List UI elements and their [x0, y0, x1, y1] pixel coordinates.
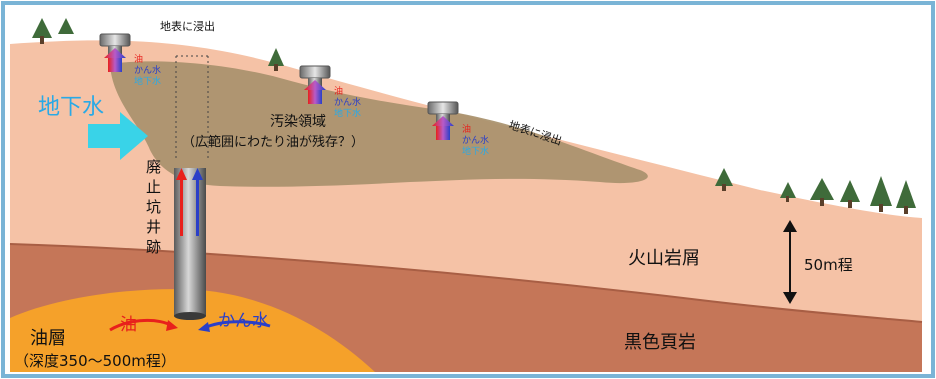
depth-marker-arrow — [783, 220, 797, 304]
depth-marker-label: 50m程 — [804, 256, 853, 274]
well3-brine-label: かん水 — [462, 134, 489, 146]
well2-brine-label: かん水 — [334, 96, 361, 108]
well-flow-arrows — [176, 168, 203, 236]
abandoned-well-char: 止 — [146, 178, 161, 196]
oil-layer-depth: （深度350～500m程） — [14, 352, 176, 370]
surface-well-1 — [99, 33, 131, 72]
well1-groundwater-label: 地下水 — [134, 75, 161, 87]
black-shale-label: 黒色頁岩 — [624, 332, 696, 353]
abandoned-well-char: 坑 — [146, 198, 161, 216]
well3-oil-label: 油 — [462, 123, 471, 135]
abandoned-well-label: 廃 止 坑 井 跡 — [146, 158, 161, 256]
contaminated-area-title: 汚染領域 — [270, 113, 326, 130]
oil-layer-region — [10, 289, 375, 372]
brine-flow-label: かん水 — [218, 311, 269, 331]
contaminated-area-note: （広範囲にわたり油が残存？） — [182, 135, 364, 150]
tree-icon — [32, 18, 916, 214]
well2-groundwater-label: 地下水 — [334, 107, 361, 119]
well1-oil-label: 油 — [134, 53, 143, 65]
layer-boundary — [9, 243, 923, 323]
volcanic-layer-label: 火山岩屑 — [628, 248, 700, 269]
contaminated-area — [110, 61, 648, 187]
seep-guide-lines — [175, 55, 209, 160]
surface-well-2 — [299, 65, 331, 104]
abandoned-well-char: 井 — [146, 218, 161, 236]
abandoned-well-pipe — [174, 168, 206, 316]
abandoned-well-char: 廃 — [146, 158, 161, 176]
oil-layer-title: 油層 — [30, 328, 66, 349]
oil-flow-arrow — [109, 318, 178, 332]
groundwater-arrow — [88, 112, 148, 160]
oil-flow-label: 油 — [120, 315, 137, 335]
groundwater-label: 地下水 — [38, 95, 104, 120]
abandoned-well-char: 跡 — [146, 238, 161, 256]
surface-seep-label-top: 地表に浸出 — [160, 19, 215, 33]
surface-well-3 — [427, 101, 459, 140]
well2-oil-label: 油 — [334, 85, 343, 97]
brine-flow-arrow — [198, 320, 271, 332]
well3-groundwater-label: 地下水 — [462, 145, 489, 157]
well1-brine-label: かん水 — [134, 64, 161, 76]
